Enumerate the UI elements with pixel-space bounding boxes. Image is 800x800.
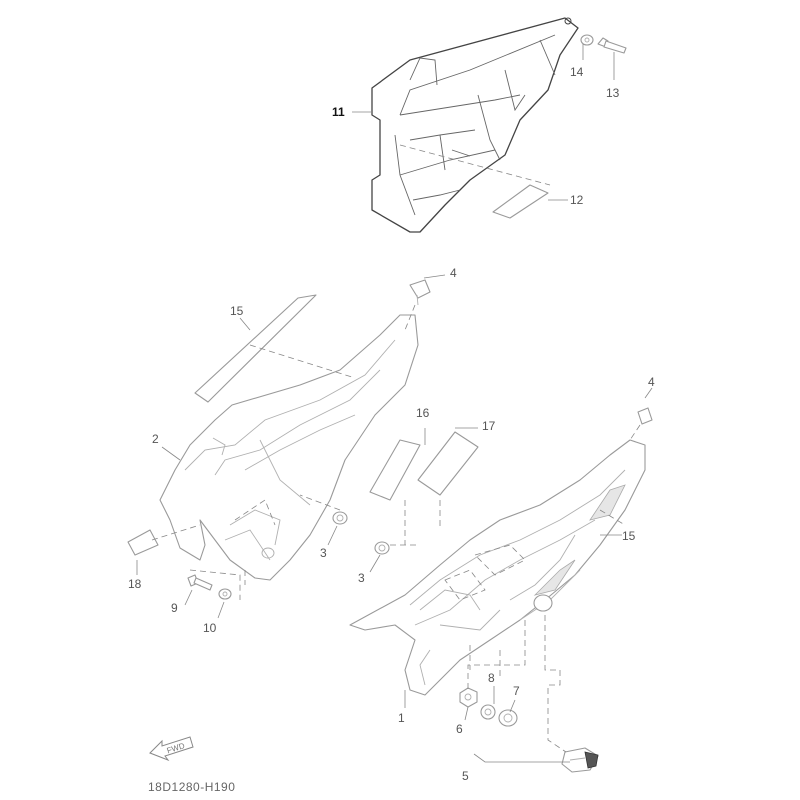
callout-9: 9 xyxy=(171,601,178,615)
nut-part-6 xyxy=(459,687,478,708)
callouts: 11 12 13 14 15 4 4 2 16 17 15 3 3 18 9 1… xyxy=(128,65,655,783)
callout-15-left: 15 xyxy=(230,304,244,318)
callout-4-top: 4 xyxy=(450,266,457,280)
decal-part-15-left xyxy=(194,294,317,403)
grommet-part-7 xyxy=(498,709,518,727)
callout-16: 16 xyxy=(416,406,430,420)
side-cover-left-part-2 xyxy=(159,314,419,581)
callout-5: 5 xyxy=(462,769,469,783)
grommet-part-3-right xyxy=(374,541,390,555)
decal-part-17 xyxy=(417,431,479,496)
clip-part-4-right xyxy=(637,407,653,425)
fwd-arrow-icon: FWD xyxy=(149,736,194,762)
grommet-part-3-left xyxy=(332,511,348,525)
label-part-18 xyxy=(127,529,159,556)
callout-13: 13 xyxy=(606,86,620,100)
callout-7: 7 xyxy=(513,684,520,698)
bolt-part-9 xyxy=(187,574,213,591)
battery-box-part-11 xyxy=(371,17,579,233)
callout-10: 10 xyxy=(203,621,217,635)
lock-part-5 xyxy=(561,747,599,773)
callout-11: 11 xyxy=(332,105,345,119)
callout-17: 17 xyxy=(482,419,496,433)
reference-code: 18D1280-H190 xyxy=(148,780,235,794)
pad-part-12 xyxy=(492,184,549,219)
leader-lines xyxy=(136,44,653,763)
callout-3-right: 3 xyxy=(358,571,365,585)
washer-part-14 xyxy=(580,34,594,46)
washer-part-8 xyxy=(480,704,496,720)
callout-3-left: 3 xyxy=(320,546,327,560)
callout-4-right: 4 xyxy=(648,375,655,389)
phantom-lines xyxy=(151,144,641,753)
callout-8: 8 xyxy=(488,671,495,685)
callout-2: 2 xyxy=(152,432,159,446)
callout-1: 1 xyxy=(398,711,405,725)
callout-12: 12 xyxy=(570,193,584,207)
callout-6: 6 xyxy=(456,722,463,736)
bolt-part-13 xyxy=(597,37,627,54)
clip-part-4-top xyxy=(409,279,431,306)
washer-part-10 xyxy=(218,588,232,600)
fwd-label: FWD xyxy=(166,741,186,755)
callout-14: 14 xyxy=(570,65,584,79)
side-cover-right-part-1 xyxy=(349,439,646,696)
decal-part-16 xyxy=(369,439,421,501)
callout-15-right: 15 xyxy=(622,529,636,543)
callout-18: 18 xyxy=(128,577,142,591)
